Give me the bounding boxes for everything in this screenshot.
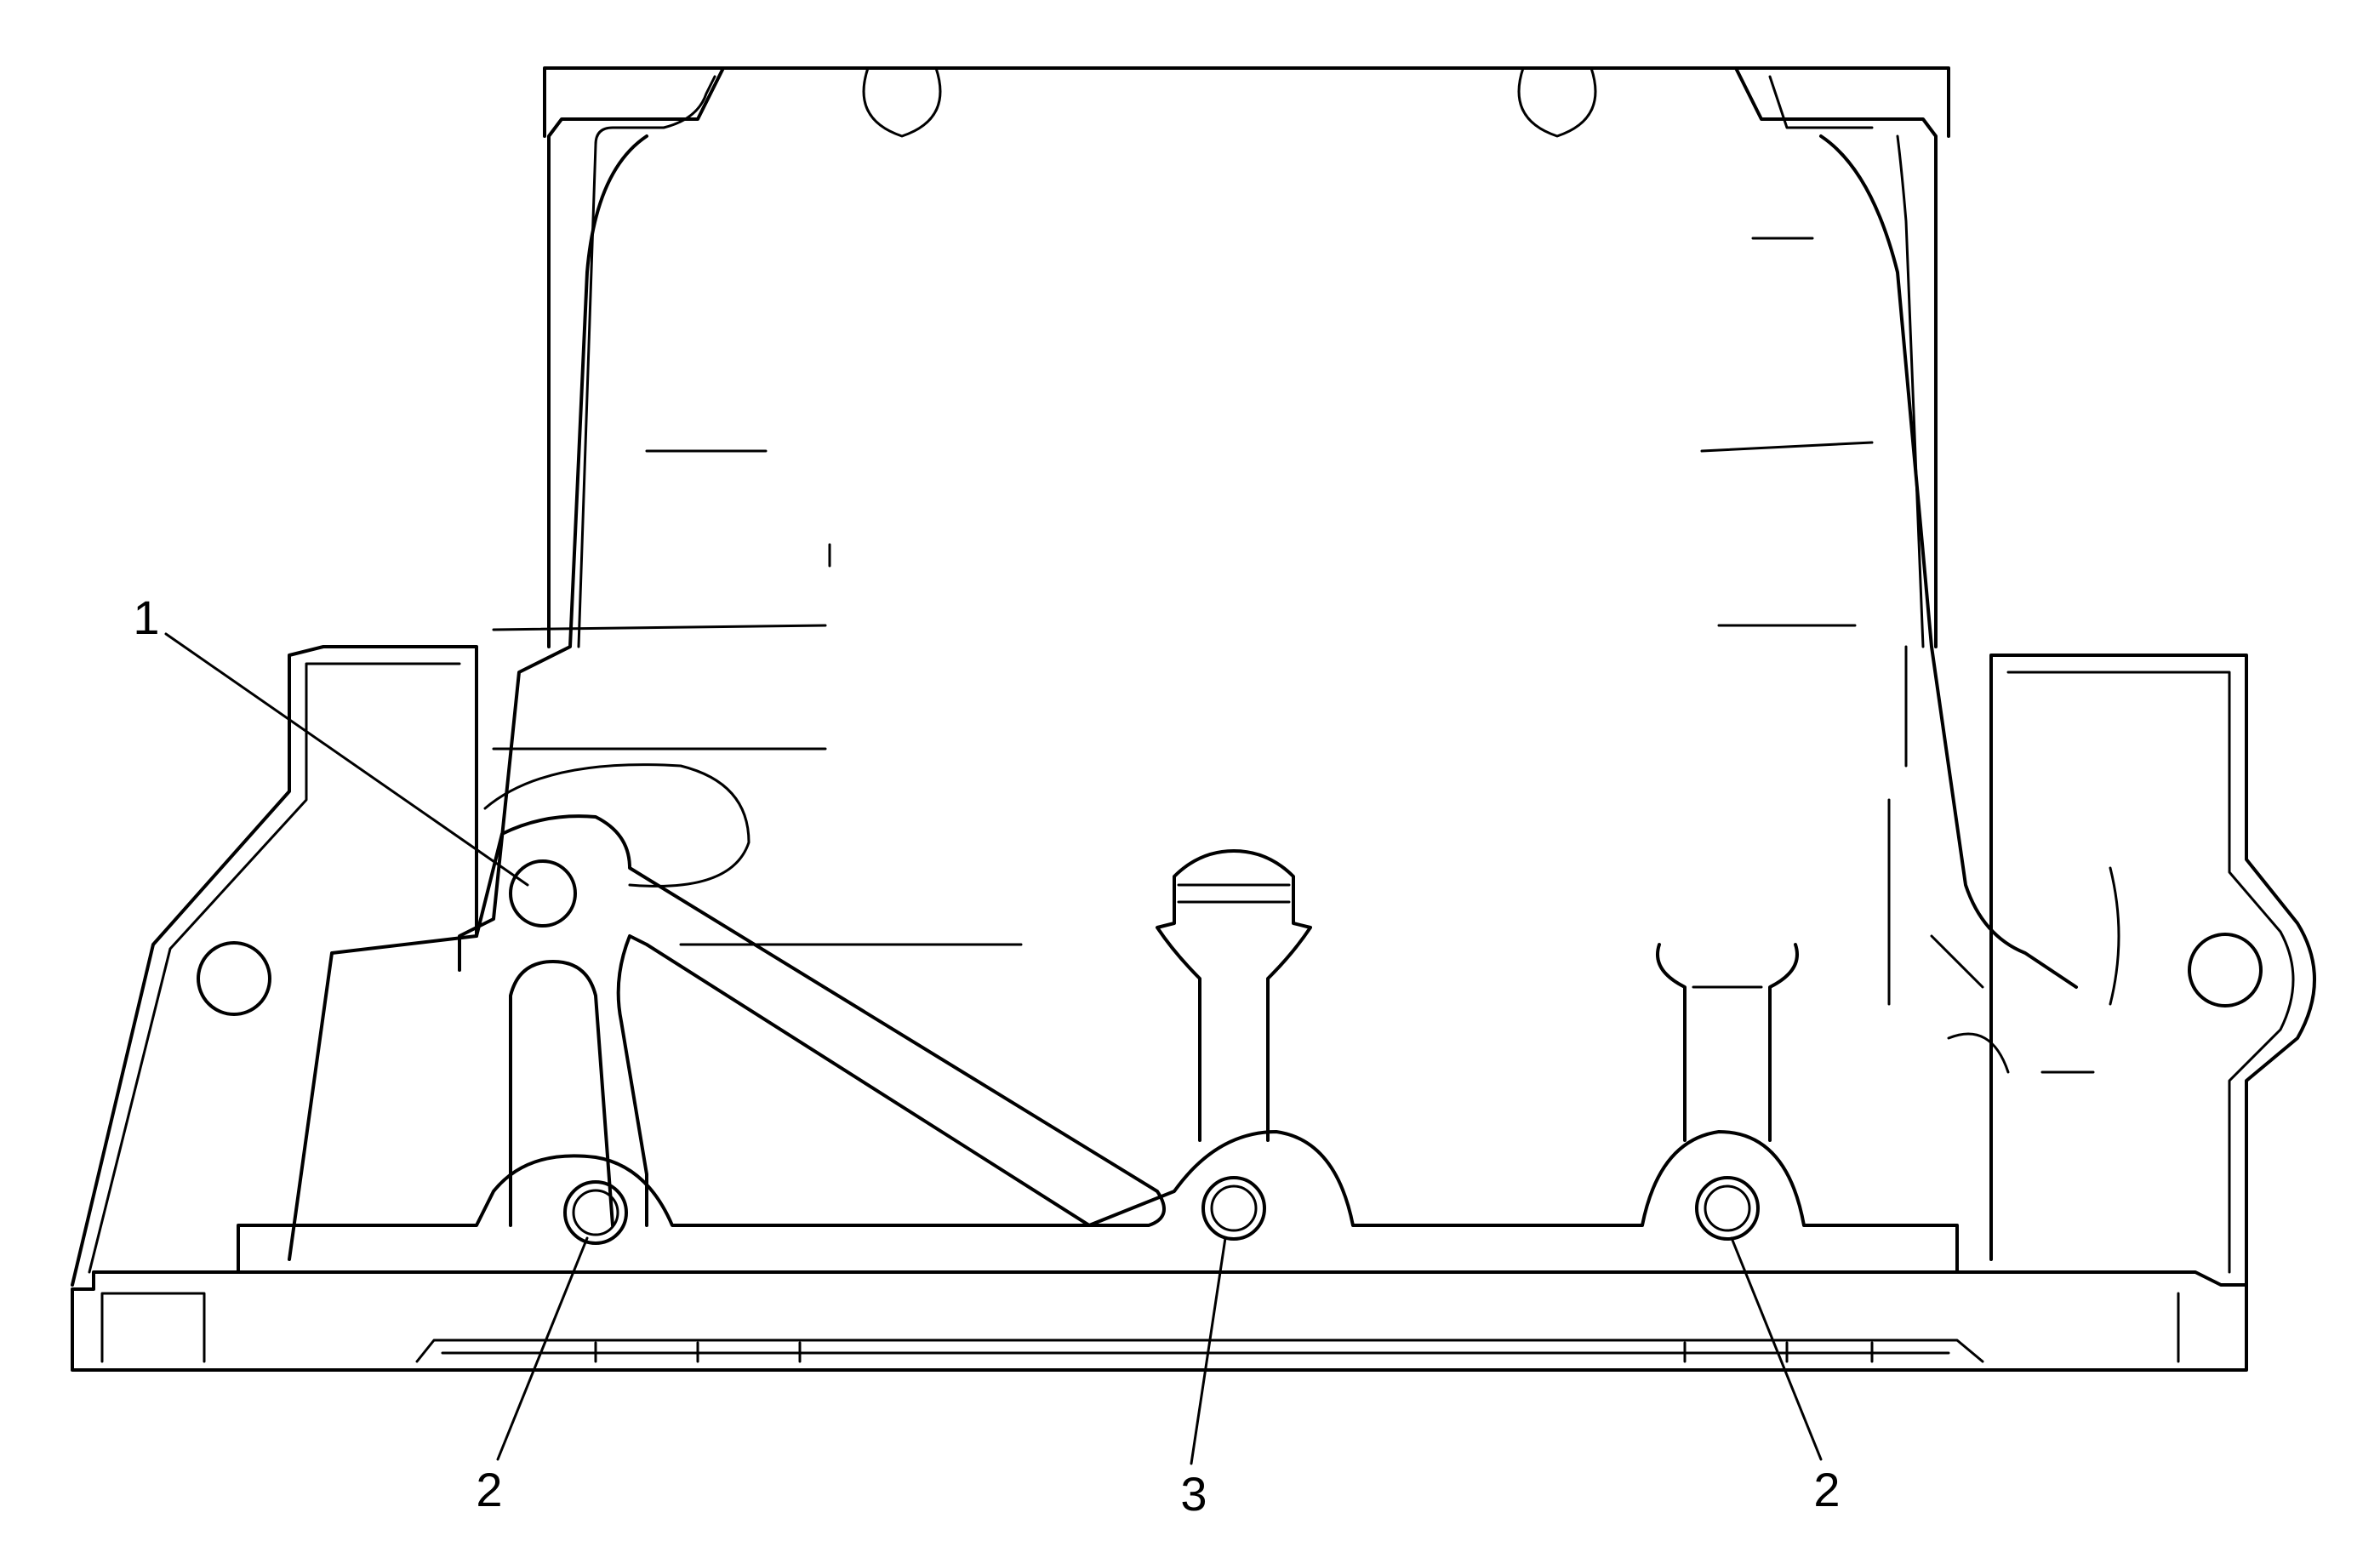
sump-contour-right	[1819, 134, 2078, 989]
pan-inner-right-wall	[1768, 75, 1925, 648]
base-rim	[415, 1339, 1984, 1363]
left-ear-inner	[88, 662, 461, 1274]
base-ticks	[594, 1341, 1874, 1363]
sump-contour	[458, 134, 648, 972]
strut-flange-oval	[483, 763, 751, 888]
center-drain-cap	[1177, 883, 1291, 904]
pan-body-outline	[547, 66, 1938, 648]
surface-dashes-right	[1887, 645, 1908, 1006]
top-boss-right	[1517, 66, 1597, 138]
leader-line-2-right	[1730, 1236, 1823, 1461]
pan-top-rim	[543, 66, 1950, 138]
right-ear-hole	[2188, 933, 2263, 1007]
callout-1: 1	[133, 591, 159, 644]
top-boss-left	[862, 66, 942, 138]
leader-line-2-left	[496, 1236, 589, 1461]
right-boss-neck	[1656, 943, 1799, 1142]
strut-bracket	[475, 814, 1166, 1227]
left-ear	[71, 645, 478, 1287]
right-ear	[1989, 654, 2316, 1287]
bolt-hole-2-right	[1695, 1176, 1760, 1241]
left-ear-hole	[197, 941, 271, 1016]
bolt-hole-2-left	[563, 1180, 628, 1245]
right-side-details	[1930, 866, 2120, 1074]
strut-inner-cutout	[509, 960, 614, 1227]
surface-dashes	[492, 237, 1874, 946]
leader-lines	[164, 632, 1823, 1465]
base-flange	[71, 1270, 2248, 1372]
right-ear-inner	[2006, 671, 2295, 1274]
leader-line-1	[164, 632, 529, 887]
pan-inner-left-wall	[577, 75, 716, 648]
item-1-bolt-hole	[509, 859, 577, 928]
leader-line-3	[1190, 1236, 1227, 1465]
oil-pan-drawing	[71, 66, 2316, 1372]
center-drain-boss	[1156, 849, 1312, 1142]
callout-2-right: 2	[1813, 1463, 1840, 1516]
base-flange-inner	[100, 1292, 2180, 1363]
bolt-hole-3-center	[1201, 1176, 1266, 1241]
callout-2-left: 2	[476, 1463, 502, 1516]
bottom-rail	[237, 1130, 1959, 1274]
callout-3: 3	[1180, 1467, 1207, 1521]
